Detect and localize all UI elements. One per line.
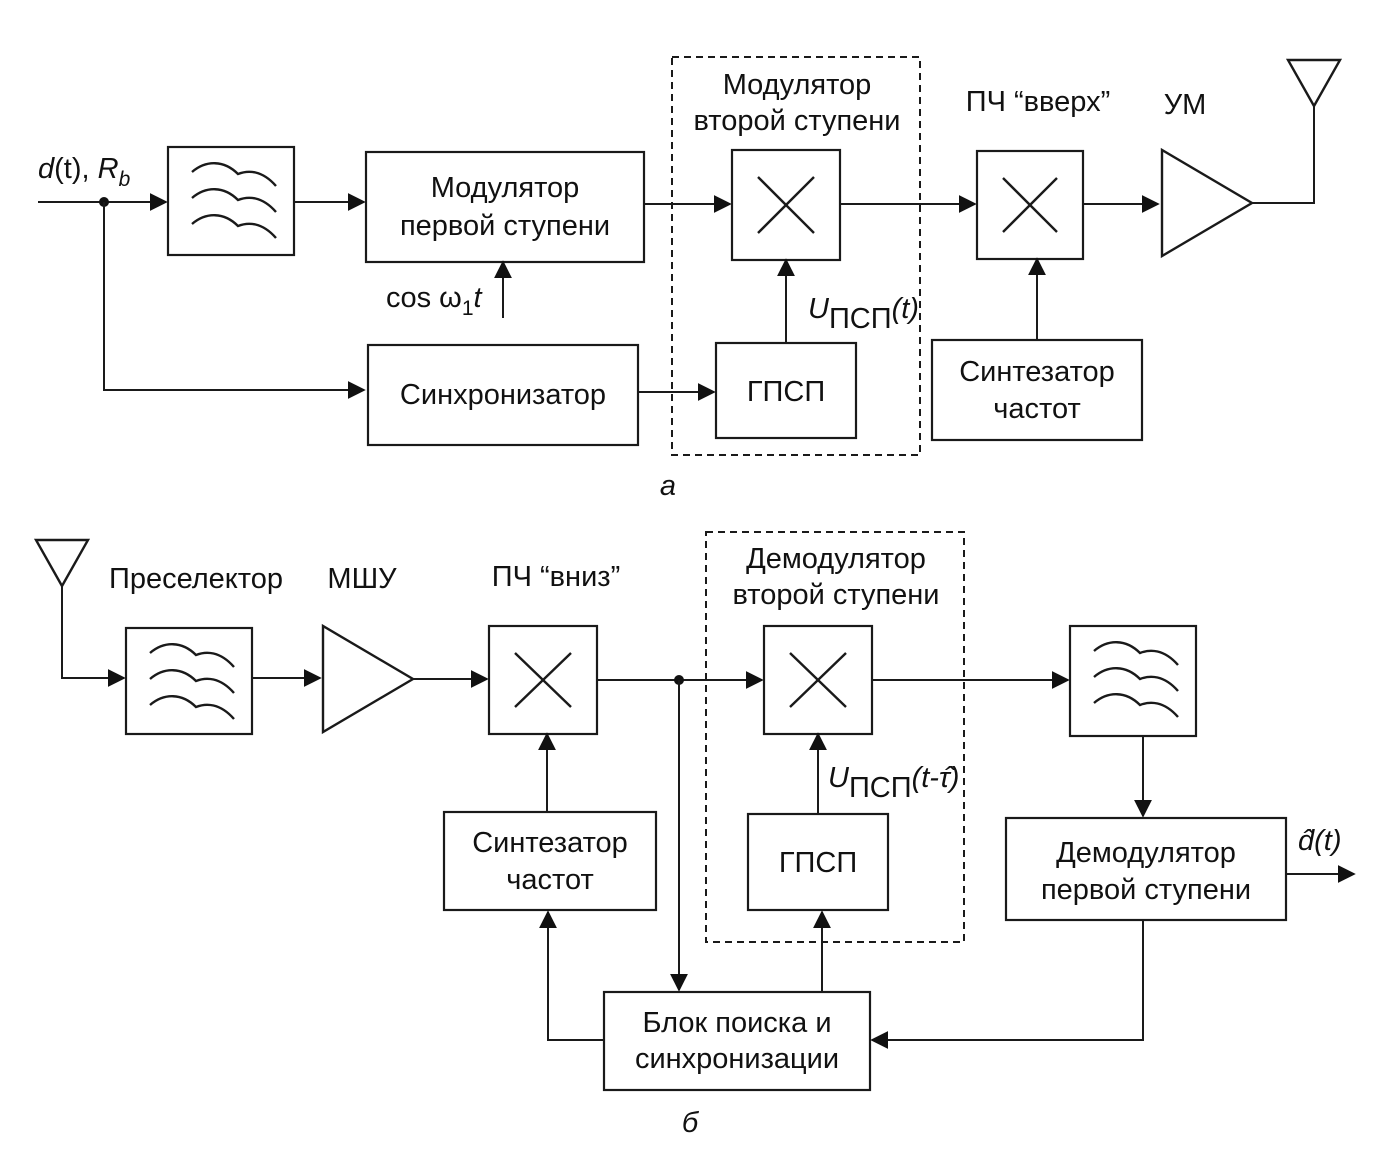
synth-rx-label-line1: Синтезатор [472,827,628,859]
carrier-label: cos ω1t [386,282,484,320]
demod2-title-line2: второй ступени [732,579,939,611]
synth-label-line2: частот [993,393,1080,425]
frequency-synthesizer-rx: Синтезатор частот [442,810,658,912]
rx-antenna-icon [33,538,91,589]
pn-gen-box [714,341,858,440]
wire-search-to-synth [539,910,604,1041]
first-stage-modulator: Модулятор первой ступени [364,150,646,264]
second-stage-demodulator-region [705,531,965,943]
multiplier-icon [1002,177,1058,233]
wire-antenna-to-preselector [61,586,126,687]
search-label-line2: синхронизации [635,1043,839,1075]
wire-amp-to-antenna [1252,106,1315,204]
filter-icon [149,643,235,720]
demod1-label-line2: первой ступени [1041,874,1251,906]
first-stage-demodulator: Демодулятор первой ступени [1004,816,1288,922]
mod2-title-line2: второй ступени [693,105,900,137]
lna-label: МШУ [327,563,397,595]
filter-box [166,145,296,257]
frequency-synthesizer-tx: Синтезатор частот [930,338,1144,442]
downconv-label: ПЧ “вниз” [492,561,620,593]
bandpass-filter-tx [166,145,296,257]
synth-rx-box [442,810,658,912]
pn-signal-label: UПСП(t) [808,293,919,335]
pn-gen-rx-box [746,812,890,912]
filter-rx-box [1068,624,1198,738]
upconv-label: ПЧ “вверх” [966,86,1110,118]
synchronizer: Синхронизатор [366,343,640,447]
pn-generator-tx: ГПСП [714,341,858,440]
multiplier-icon [757,176,815,234]
second-stage-mixer [730,148,842,262]
preselector-filter [124,626,254,736]
search-box [602,990,872,1092]
synth-rx-label-line2: частот [506,864,593,896]
pn-gen-label: ГПСП [747,376,825,408]
wire-input-to-sync [103,202,366,399]
sync-label: Синхронизатор [400,379,606,411]
power-amplifier-icon [1160,147,1255,259]
synth-label-line1: Синтезатор [959,356,1115,388]
mod1-label-line2: первой ступени [400,210,610,242]
caption-b: б [682,1107,700,1139]
amp-label: УМ [1164,89,1207,121]
demod1-label-line1: Демодулятор [1056,837,1236,869]
search-sync-block: Блок поиска и синхронизации [602,990,872,1092]
lna-amplifier-icon [321,623,416,735]
downconverter-mixer [487,624,599,736]
multiplier-icon [789,652,847,708]
demod-mixer [762,624,874,736]
synth-box [930,338,1144,442]
filter-icon [1093,641,1179,718]
mod2-title-line1: Модулятор [723,69,872,101]
demod1-box [1004,816,1288,922]
second-stage-modulator-region [671,56,921,456]
output-signal-label: d̂(t) [1298,825,1342,857]
diagram-a-transmitter: d(t), Rb Модулятор первой ступени cos ω1… [38,56,1343,502]
filter-icon [191,162,277,239]
mod1-label-line1: Модулятор [431,172,580,204]
upconverter-mixer [975,149,1085,261]
demod2-title-line1: Демодулятор [746,543,926,575]
pn-rx-signal-label: UПСП(t-τ̂) [828,762,959,804]
preselector-label: Преселектор [109,563,283,595]
input-signal-label: d(t), Rb [38,153,131,191]
wire-demod1-to-search [870,920,1144,1049]
pn-generator-rx: ГПСП [746,812,890,912]
caption-a: а [660,470,676,502]
multiplier-icon [514,652,572,708]
pn-gen-rx-label: ГПСП [779,847,857,879]
tx-antenna-icon [1285,58,1343,109]
bandpass-filter-rx [1068,624,1198,738]
diagram-b-receiver: Преселектор МШУ ПЧ “вниз” Синтезатор ч [33,531,1356,1139]
sync-box [366,343,640,447]
mod1-box [364,150,646,264]
search-label-line1: Блок поиска и [642,1007,831,1039]
